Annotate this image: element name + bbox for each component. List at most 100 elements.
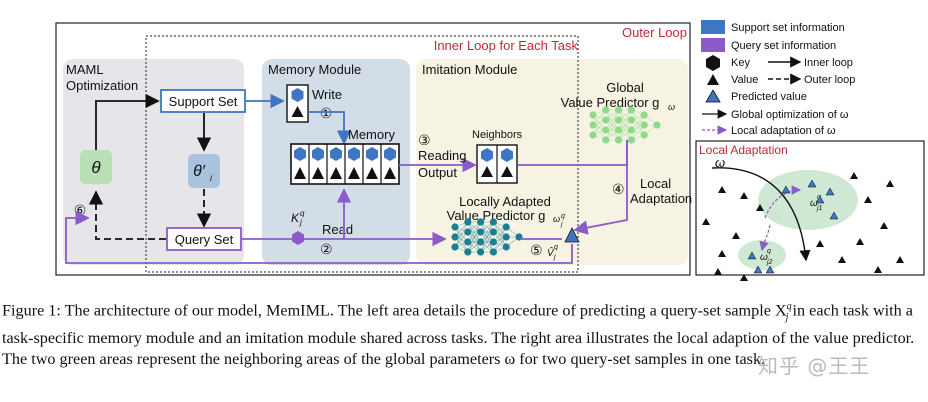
architecture-diagram: Outer Loop MAML Optimization Memory Modu…	[55, 20, 925, 281]
predicted-point-2	[807, 179, 817, 188]
watermark: 知乎 @王王	[758, 354, 871, 378]
legend-query-swatch	[701, 38, 725, 52]
predicted-point-8	[765, 265, 775, 274]
feedback-arrow	[65, 210, 573, 264]
step-6: ⑥	[74, 202, 87, 218]
local-net-node	[502, 233, 510, 241]
value-point-4	[732, 232, 740, 239]
legend-value: Value	[731, 74, 758, 86]
query-key-hexagon	[292, 231, 304, 245]
neighbor-key-1	[481, 148, 493, 162]
key-symbol: K	[291, 211, 300, 225]
memory-value-3	[330, 167, 342, 179]
global-predictor-1: Global	[606, 80, 644, 95]
local-net-edge	[467, 221, 481, 243]
global-net-node	[640, 121, 648, 129]
global-network	[589, 106, 661, 144]
support-set-box	[160, 89, 246, 113]
predicted-value-triangle	[564, 227, 580, 243]
value-point-12	[838, 256, 846, 263]
caption-sub: j	[785, 311, 789, 323]
local-net-node	[464, 248, 472, 256]
local-predictor-sub: ω	[553, 214, 560, 224]
value-point-1	[718, 186, 726, 193]
write-value-triangle	[291, 106, 304, 117]
local-net-node	[451, 243, 459, 251]
local-adaptation-1: Local	[640, 176, 671, 191]
value-point-9	[886, 180, 894, 187]
neighbors-label: Neighbors	[472, 129, 523, 141]
legend-outer: Outer loop	[804, 74, 855, 86]
local-net-node	[489, 228, 497, 236]
local-path-1	[764, 185, 802, 219]
step-3: ③	[418, 132, 431, 148]
caption-part-2: in each task with a task-specific memory…	[2, 301, 915, 368]
global-net-node	[602, 116, 610, 124]
imitation-module-title: Imitation Module	[422, 62, 517, 77]
value-point-6	[756, 204, 764, 211]
inner-loop-frame	[145, 35, 579, 273]
step-1: ①	[320, 105, 333, 121]
memory-value-4	[348, 167, 360, 179]
local-adaptation-2: Adaptation	[630, 191, 692, 206]
inner-loop-label: Inner Loop for Each Task	[434, 38, 579, 53]
local-adaptation-panel: Local Adaptation ω ω q j1 ω q j2	[695, 140, 925, 281]
write-key-hexagon	[291, 88, 304, 102]
local-net-node	[489, 238, 497, 246]
legend-predicted: Predicted value	[731, 91, 807, 103]
support-set-label: Support Set	[169, 94, 238, 109]
legend-support: Support set information	[731, 22, 845, 34]
scatter-points	[702, 172, 904, 281]
neighborhood-2	[738, 240, 786, 270]
legend-global-opt: Global optimization of ω	[731, 109, 849, 121]
global-net-edge	[631, 114, 645, 141]
memory-value-6	[384, 167, 396, 179]
theta-prime-sub: i	[210, 173, 213, 183]
local-net-node	[464, 228, 472, 236]
omega-j2: ω	[760, 252, 768, 263]
memory-key-2	[312, 147, 324, 161]
global-net-node	[589, 131, 597, 139]
global-net-node	[627, 136, 636, 144]
predicted-point-4	[815, 195, 825, 204]
memory-key-1	[294, 147, 306, 161]
legend-query: Query set information	[731, 40, 836, 52]
memory-label: Memory	[348, 127, 395, 142]
local-path-2	[759, 224, 771, 252]
maml-title-1: MAML	[66, 62, 104, 77]
global-net-node	[589, 111, 597, 119]
memory-value-2	[312, 167, 324, 179]
local-net-node	[477, 238, 485, 246]
local-net-edge	[467, 221, 481, 253]
global-net-node	[602, 136, 610, 144]
value-point-5	[718, 250, 726, 257]
legend: Support set information Query set inform…	[701, 20, 855, 137]
local-net-edge	[480, 221, 494, 253]
local-net-edge	[480, 221, 494, 243]
global-net-node	[602, 106, 610, 114]
global-predictor-sub: ω	[668, 102, 675, 112]
outer-loop-label: Outer Loop	[622, 25, 687, 40]
step-2: ②	[320, 241, 333, 257]
omega-j1: ω	[810, 198, 818, 209]
predicted-point-6	[747, 251, 757, 260]
global-net-node	[615, 126, 623, 134]
local-net-node	[477, 248, 485, 256]
maml-title-2: Optimization	[66, 78, 138, 93]
value-point-17	[740, 274, 748, 281]
neighbor-value-1	[481, 166, 493, 177]
caption-sup: q	[786, 301, 792, 312]
local-net-node	[464, 218, 472, 226]
global-trajectory	[711, 167, 811, 262]
value-point-14	[874, 266, 882, 273]
value-point-11	[856, 238, 864, 245]
local-adaptation-panel-title: Local Adaptation	[699, 143, 788, 157]
memory-module-title: Memory Module	[268, 62, 361, 77]
value-point-13	[896, 256, 904, 263]
neighbor-key-2	[501, 148, 513, 162]
neighborhood-1	[758, 170, 858, 230]
local-net-edge	[493, 226, 507, 253]
predicted-point-3	[825, 187, 835, 196]
omega-label: ω	[715, 155, 725, 170]
theta-prime-symbol: θ′	[193, 163, 206, 180]
